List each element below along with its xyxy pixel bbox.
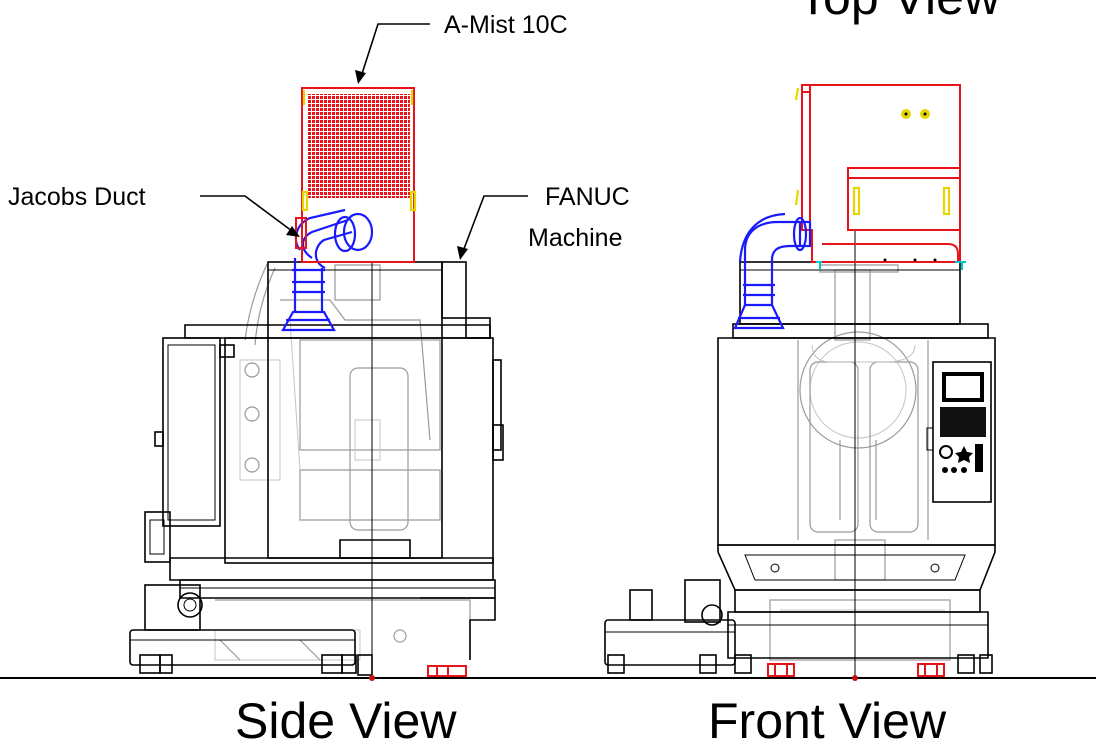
side-jacobs-duct [281, 208, 374, 332]
front-view-label: Front View [708, 693, 947, 748]
front-coolant-tank [604, 619, 736, 666]
front-machine-shoulder [732, 323, 989, 339]
top-view-label: Top View [798, 0, 1001, 25]
front-machine-enclosure [717, 337, 996, 546]
side-coolant-unit [144, 584, 201, 631]
side-view-ghost-structure [214, 261, 471, 661]
a-mist-label: A-Mist 10C [444, 11, 568, 39]
machine-label: Machine [528, 224, 623, 252]
side-machine-top-step [441, 261, 467, 319]
side-table [169, 557, 494, 581]
front-chip-hopper [717, 544, 996, 591]
front-view-ghost-structure [769, 264, 951, 661]
front-a-mist-unit [794, 84, 966, 270]
side-view-machine [129, 261, 504, 681]
front-leveling-feet [607, 654, 993, 674]
front-coolant-pump [684, 579, 721, 623]
front-operator-panel [926, 361, 992, 503]
fanuc-label: FANUC [545, 183, 630, 211]
front-view-machine [604, 230, 996, 681]
side-a-mist-filter-grid [308, 94, 410, 198]
jacobs-duct-label: Jacobs Duct [8, 183, 146, 211]
callout-jacobs-duct-leader [200, 195, 300, 237]
side-coolant-tank [129, 629, 356, 666]
side-a-mist-unit [295, 87, 417, 263]
front-jacobs-duct [733, 212, 812, 330]
side-electrical-cabinet [162, 337, 221, 527]
callout-a-mist-leader [355, 23, 430, 84]
callout-fanuc-machine-leader [457, 195, 528, 260]
front-red-leveling-pads [767, 663, 945, 677]
side-machine-shoulder [184, 324, 491, 339]
front-base [734, 589, 981, 613]
side-view-label: Side View [235, 693, 457, 748]
